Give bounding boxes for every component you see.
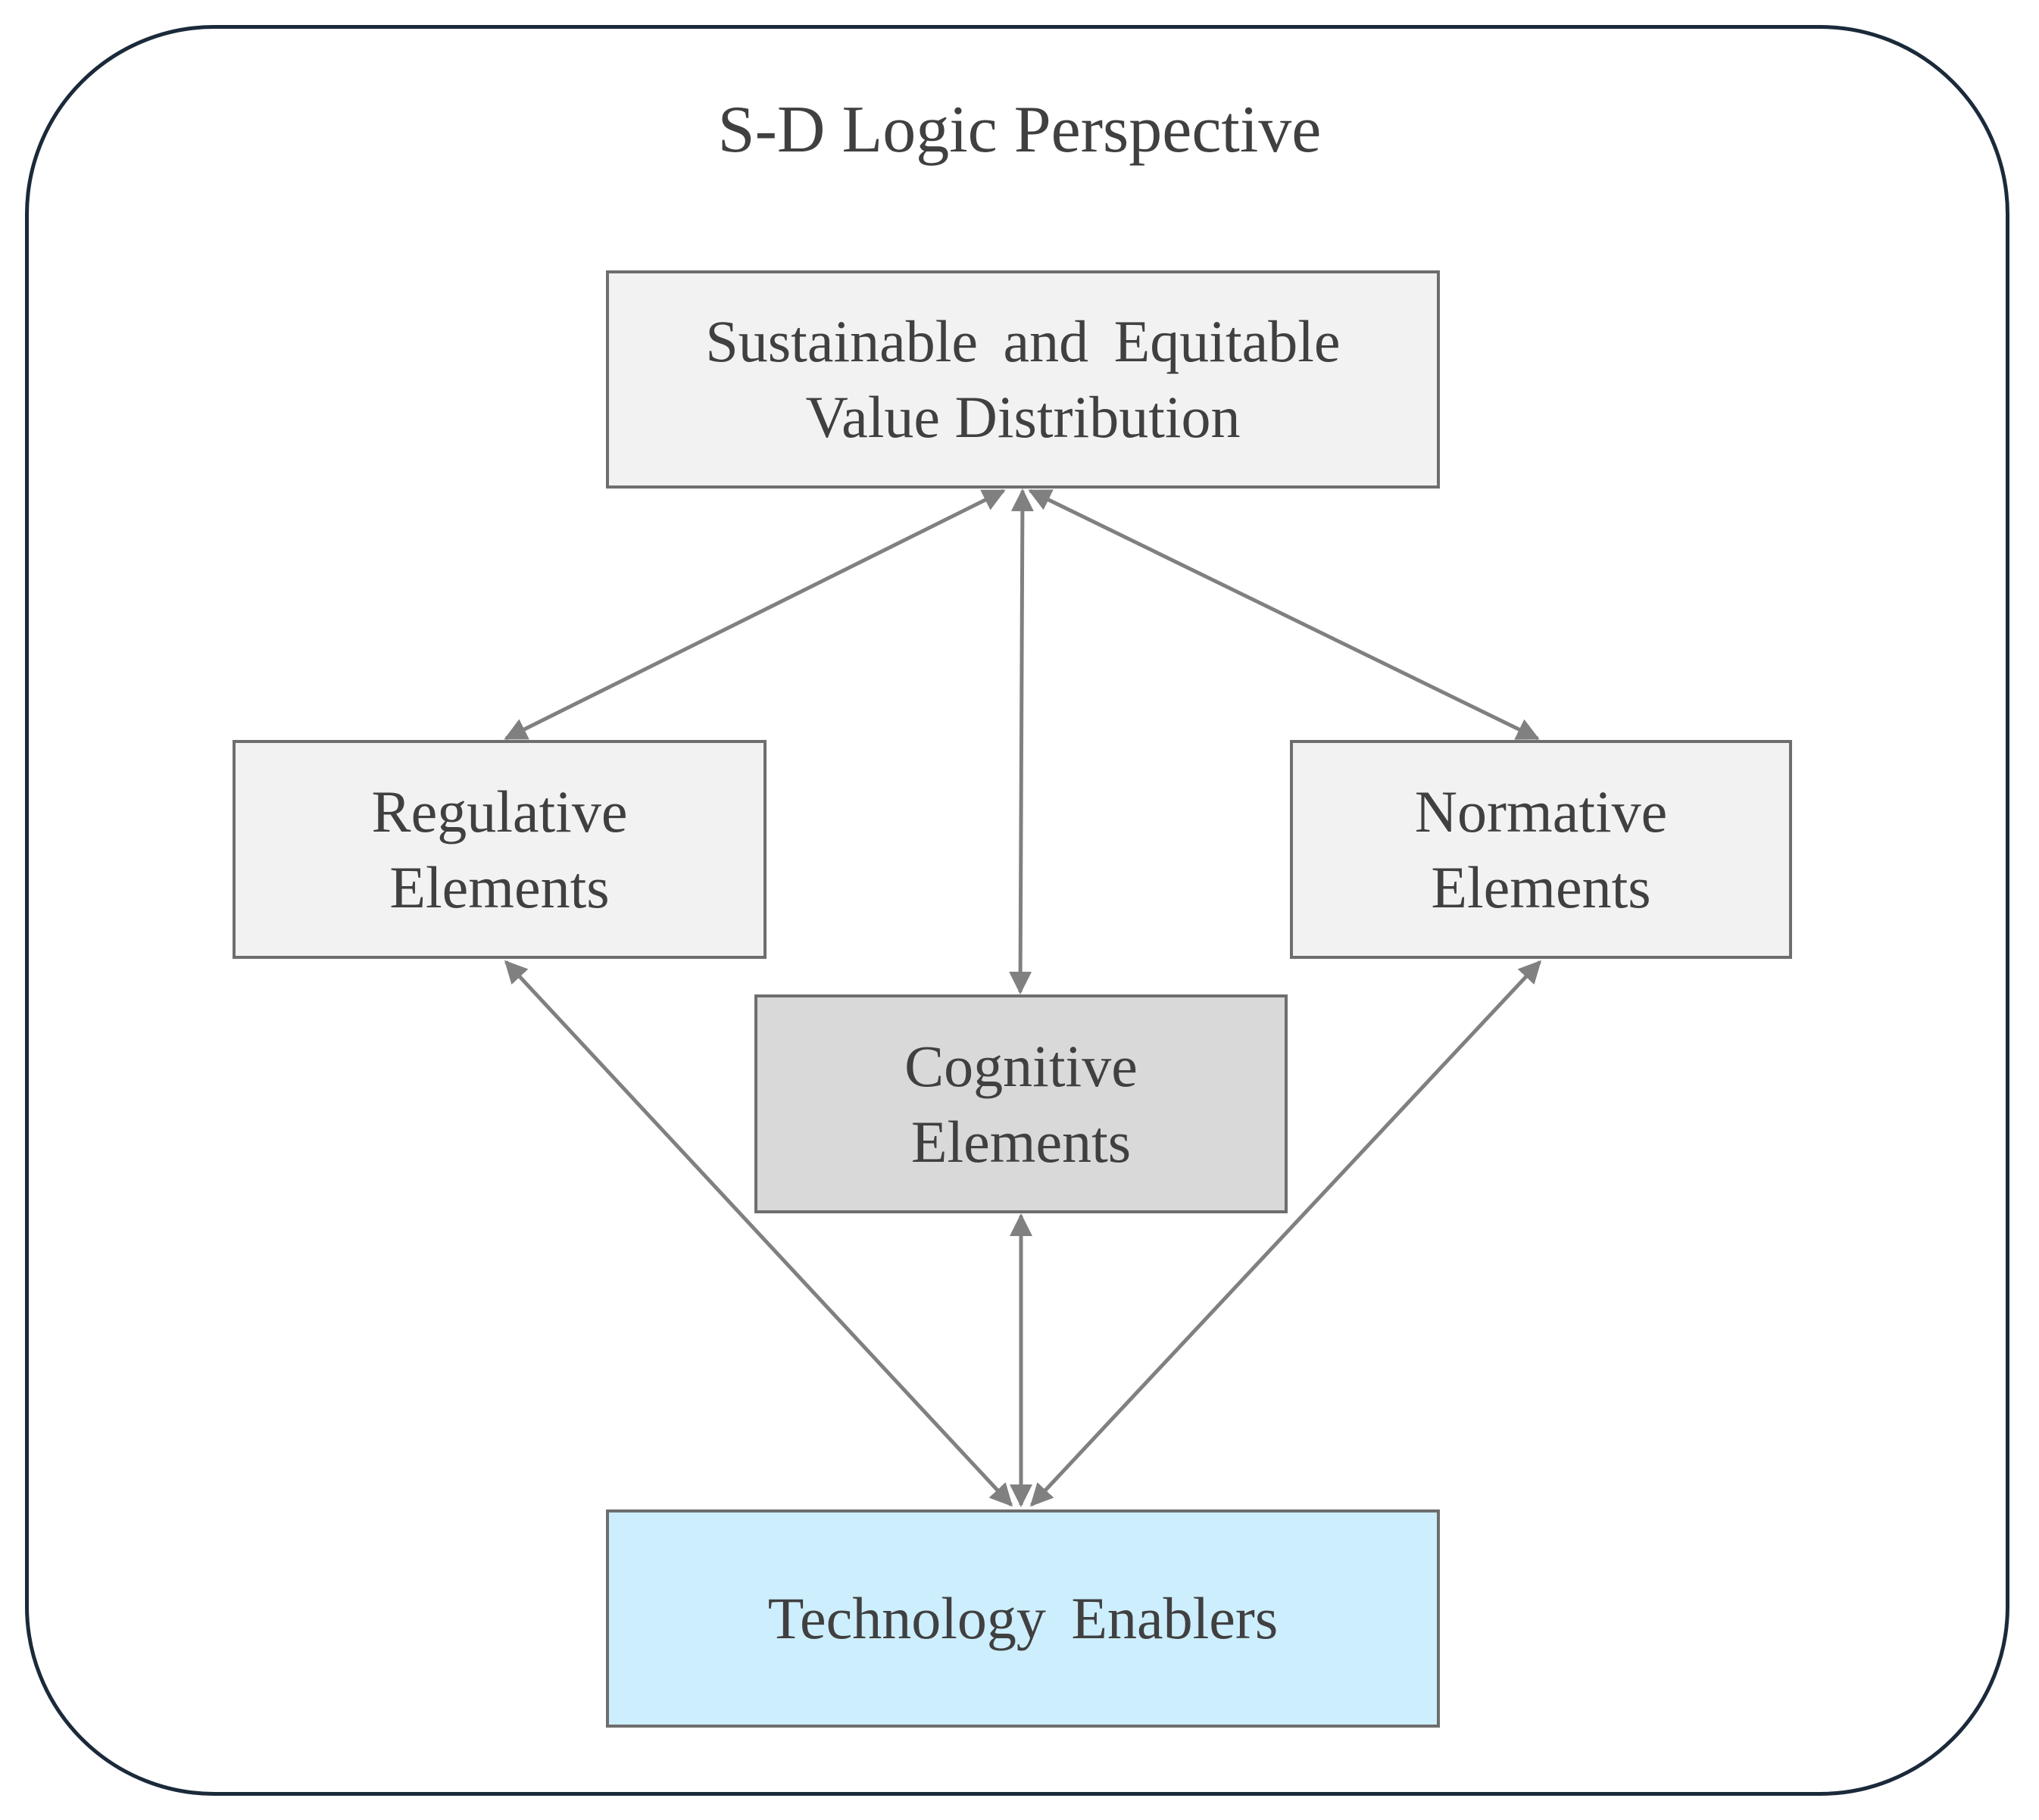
value-distribution-line2: Value Distribution: [805, 384, 1241, 450]
normative-elements-box: Normative Elements: [1290, 740, 1792, 959]
technology-label: Technology Enablers: [767, 1585, 1279, 1651]
value-distribution-line1: Sustainable and Equitable: [705, 308, 1341, 374]
arrow-value-cognitive: [1009, 489, 1034, 994]
value-distribution-box: Sustainable and Equitable Value Distribu…: [606, 270, 1440, 489]
cognitive-elements-box: Cognitive Elements: [754, 994, 1288, 1213]
cognitive-line2: Elements: [910, 1108, 1132, 1175]
regulative-line1: Regulative: [371, 778, 628, 844]
diagram-title: S-D Logic Perspective: [717, 93, 1322, 167]
arrow-technology-regulative: [504, 960, 1013, 1507]
normative-line2: Elements: [1431, 854, 1651, 920]
technology-enablers-box: Technology Enablers: [606, 1509, 1440, 1728]
arrow-technology-normative: [1029, 960, 1542, 1507]
arrow-value-normative: [1028, 489, 1540, 741]
regulative-elements-box: Regulative Elements: [233, 740, 767, 959]
regulative-line2: Elements: [389, 854, 610, 920]
arrow-value-regulative: [504, 489, 1006, 741]
cognitive-line1: Cognitive: [904, 1032, 1138, 1099]
normative-line1: Normative: [1414, 778, 1668, 844]
